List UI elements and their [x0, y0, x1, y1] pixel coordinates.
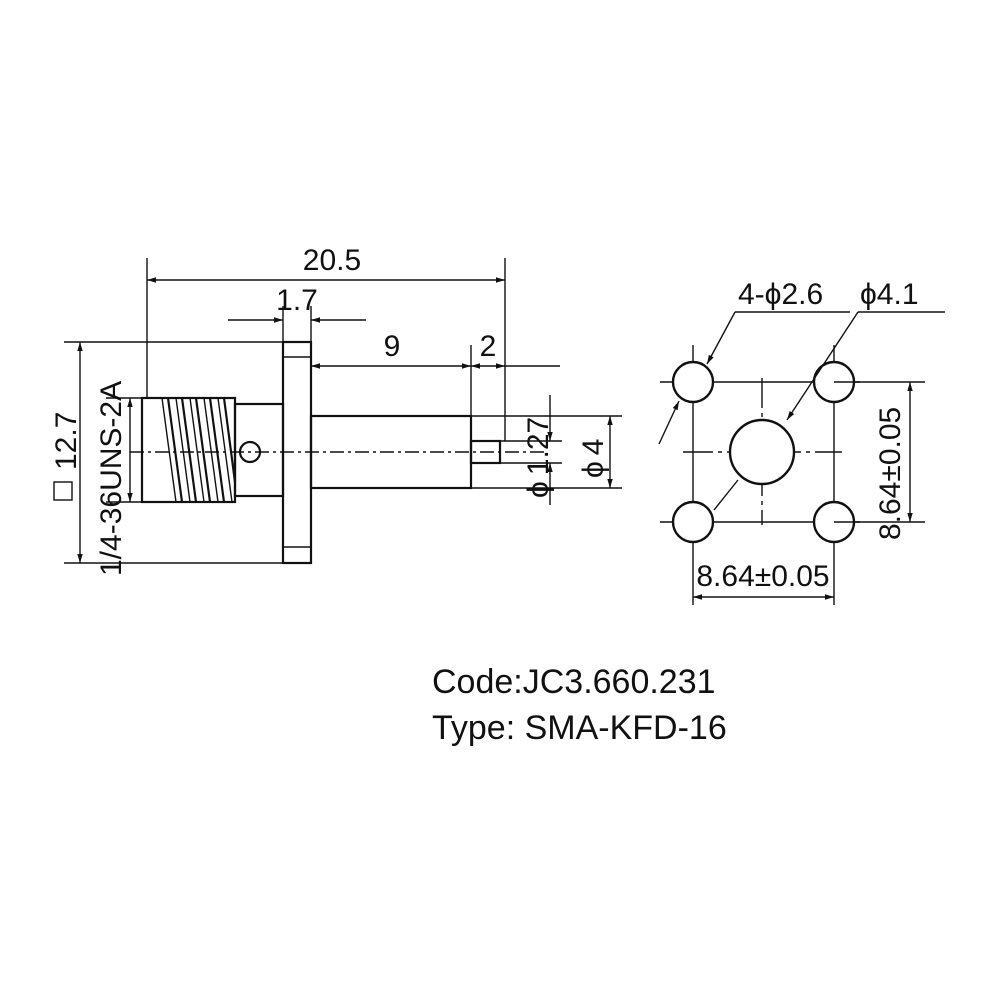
type-label: Type: SMA-KFD-16 — [432, 709, 727, 747]
center-hole — [728, 418, 796, 486]
body-length-text: 9 — [384, 330, 401, 363]
dim-thread: 1/4-36UNS-2A — [95, 381, 142, 576]
code-label: Code:JC3.660.231 — [432, 663, 716, 701]
mount-holes-text: 4-ϕ2.6 — [738, 278, 823, 311]
threaded-nut — [140, 396, 237, 504]
pin-diameter-text: ϕ1.27 — [522, 417, 555, 498]
dim-body-length: 9 — [311, 330, 472, 416]
vertical-spacing-text: 8.64±0.05 — [874, 407, 907, 540]
dim-horizontal-spacing: 8.64±0.05 — [693, 560, 834, 600]
dim-pin-length: 2 — [471, 330, 560, 369]
mount-hole-top-left — [671, 360, 715, 404]
dim-body-diameter: ϕ4 — [471, 415, 622, 489]
horizontal-spacing-text: 8.64±0.05 — [696, 560, 829, 593]
overall-length-text: 20.5 — [303, 244, 361, 277]
dim-overall-length: 20.5 — [146, 244, 506, 441]
flange-thickness-text: 1.7 — [276, 284, 318, 317]
dim-vertical-spacing: 8.64±0.05 — [834, 381, 925, 540]
dim-mount-holes: 4-ϕ2.6 — [658, 278, 850, 445]
center-hole-text: ϕ4.1 — [860, 278, 919, 311]
flange-square-text: 12.7 — [50, 412, 83, 470]
pin-length-text: 2 — [480, 330, 497, 363]
side-view: 20.5 1.7 9 2 ϕ1.27 — [50, 244, 622, 576]
mount-hole-bottom-left — [671, 500, 715, 544]
dim-pin-diameter: ϕ1.27 — [500, 395, 562, 505]
square-symbol — [53, 481, 73, 501]
dim-center-hole: ϕ4.1 — [713, 278, 945, 511]
body-diameter-text: ϕ4 — [577, 439, 610, 479]
dim-flange-square: 12.7 — [50, 341, 283, 564]
dim-flange-thickness: 1.7 — [228, 284, 366, 342]
front-view: 4-ϕ2.6 ϕ4.1 8.64±0.05 8.64±0.05 — [658, 278, 945, 605]
thread-spec-text: 1/4-36UNS-2A — [95, 381, 128, 576]
